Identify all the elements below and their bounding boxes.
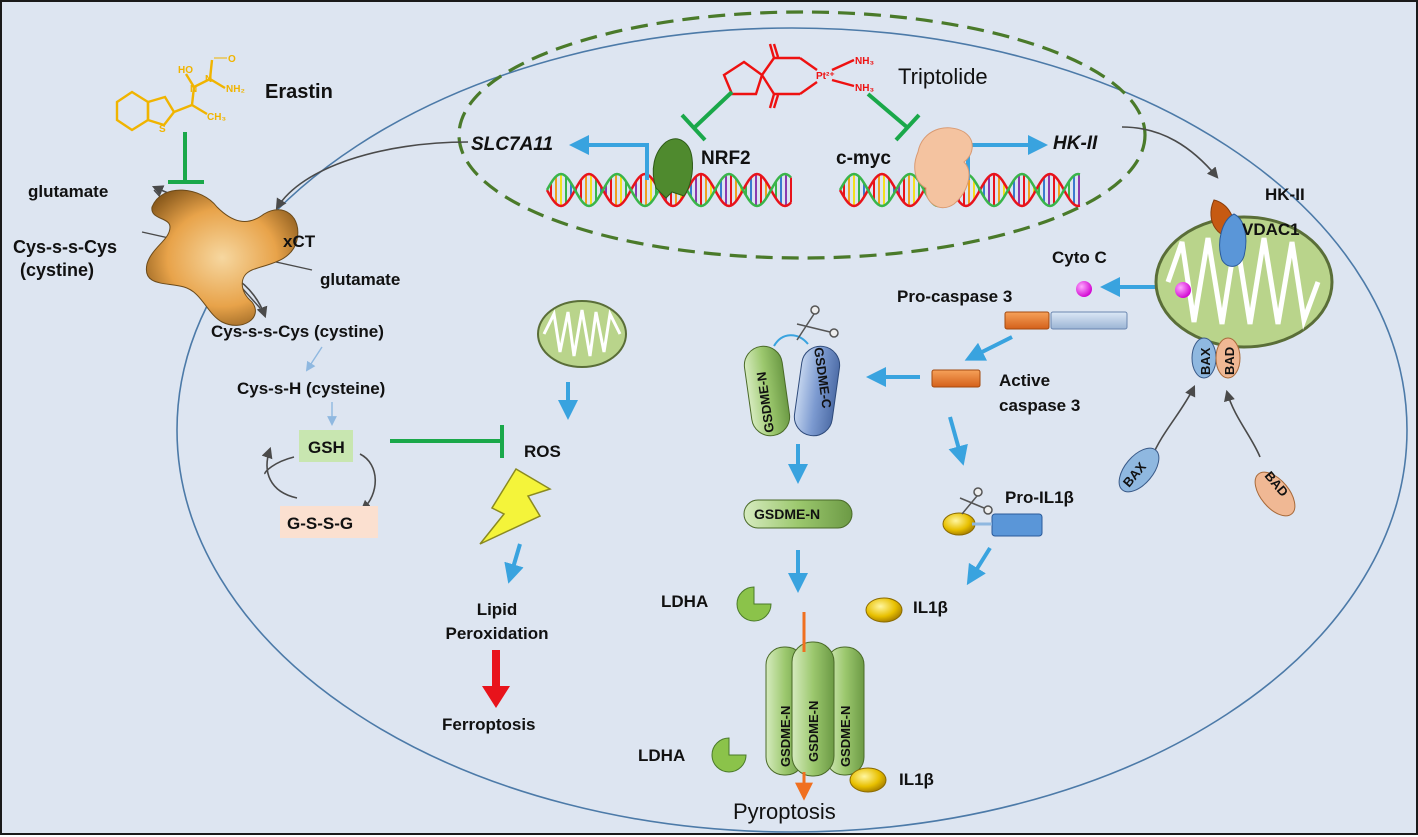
cystine-extracellular-line2: (cystine) [20, 260, 95, 280]
cystine-extracellular-line1: Cys-s-s-Cys [13, 237, 118, 257]
active-caspase3-line2: caspase 3 [999, 396, 1081, 415]
grey-arrows [151, 126, 1261, 512]
gsh-label: GSH [308, 438, 345, 457]
gsdme-linker [773, 334, 809, 347]
bad-on-mitochondrion [1215, 337, 1241, 379]
pyroptosis-label: Pyroptosis [733, 799, 836, 824]
ldha-released [711, 737, 747, 773]
bad-mito-label: BAD [1222, 347, 1237, 375]
inhibition-lines [168, 90, 921, 458]
vdac1-label: VDAC1 [1242, 220, 1300, 239]
thick-blue-arrows [504, 277, 1166, 593]
xct-transporter [145, 189, 299, 326]
slc7a11-gene-label: SLC7A11 [471, 134, 554, 155]
il1b-intracellular [865, 597, 903, 623]
pro-caspase3-label: Pro-caspase 3 [897, 287, 1013, 306]
triptolide-structure [722, 43, 855, 109]
gsdme-n-subunit [743, 345, 791, 437]
ros-lightning-bolt [479, 467, 552, 545]
svg-text:NH₃: NH₃ [855, 56, 874, 67]
scissors-icon-il1b [959, 487, 993, 515]
active-caspase3 [931, 369, 981, 388]
pro-il1b-label: Pro-IL1β [1005, 488, 1074, 507]
free-bax [1118, 447, 1160, 493]
dna-backbone [838, 172, 1081, 208]
erastin-label: Erastin [265, 81, 333, 103]
cysteine-label: Cys-s-H (cysteine) [237, 379, 386, 398]
svg-text:N: N [205, 74, 212, 85]
cytoplasmic-mitochondrion [537, 300, 627, 368]
nrf2-label: NRF2 [701, 148, 751, 169]
glutamate-intracellular-label: glutamate [320, 270, 401, 289]
pore-label-3: GSDME-N [838, 706, 853, 767]
gsdme-n-monomer [743, 499, 853, 529]
cmyc-label: c-myc [836, 148, 891, 169]
triptolide-atom-labels: Pt²⁺ NH₃ NH₃ [816, 56, 874, 94]
gsdme-n-monomer-label: GSDME-N [754, 506, 821, 522]
erastin-structure [115, 57, 227, 132]
lipid-peroxidation-line1: Lipid [476, 600, 518, 619]
gsh-box [299, 430, 353, 462]
cyto-c-mitochondrial [1175, 282, 1191, 298]
pro-il1b [942, 512, 1043, 537]
svg-text:HO: HO [178, 65, 193, 76]
svg-text:Pt²⁺: Pt²⁺ [816, 71, 835, 82]
bax-mito-label: BAX [1198, 347, 1213, 375]
gsdme-c-subunit [793, 345, 841, 437]
pore-label-1: GSDME-N [778, 706, 793, 767]
ldha-intracellular-label: LDHA [661, 592, 709, 611]
erastin-atom-labels: HO N N O NH₂ CH₃ S [159, 54, 245, 135]
free-bad [1254, 471, 1296, 517]
active-caspase3-line1: Active [999, 371, 1051, 390]
apoptotic-mitochondrion [1154, 215, 1334, 349]
svg-text:N: N [190, 84, 197, 95]
pro-caspase3-orange-segment [1004, 311, 1050, 330]
svg-text:S: S [159, 124, 166, 135]
xct-label: xCT [283, 232, 316, 251]
pore-label-2: GSDME-N [806, 701, 821, 762]
gssg-box [280, 506, 378, 538]
triptolide-label: Triptolide [898, 64, 988, 89]
cmyc-transcription-arrow [966, 135, 1048, 180]
svg-text:O: O [228, 54, 236, 65]
cystine-intracellular-label: Cys-s-s-Cys (cystine) [211, 322, 384, 341]
cyto-c-released [1076, 281, 1092, 297]
svg-text:CH₃: CH₃ [207, 112, 226, 123]
scissors-icon [796, 305, 839, 341]
nrf2-transcription-arrow [569, 135, 649, 180]
hk2-protein-label: HK-II [1265, 185, 1305, 204]
nucleus-boundary [457, 10, 1147, 260]
dna-backbone [545, 172, 792, 208]
hk2-gene-label: HK-II [1053, 133, 1098, 154]
ferroptosis-label: Ferroptosis [442, 715, 536, 734]
il1b-released-label: IL1β [899, 770, 934, 789]
ferroptosis-arrow [482, 650, 510, 708]
il1b-intracellular-label: IL1β [913, 598, 948, 617]
cyto-c-label: Cyto C [1052, 248, 1107, 267]
glutamate-extracellular-label: glutamate [28, 182, 109, 201]
ldha-released-label: LDHA [638, 746, 686, 765]
nrf2-protein [652, 138, 693, 199]
svg-text:NH₂: NH₂ [226, 84, 245, 95]
vdac1-channel [1219, 213, 1247, 267]
gssg-label: G-S-S-G [287, 514, 354, 533]
ros-label: ROS [524, 442, 561, 461]
il1b-released [849, 767, 887, 793]
svg-text:NH₃: NH₃ [855, 83, 874, 94]
pro-caspase3-blue-segment [1050, 311, 1128, 330]
thin-blue-arrows [305, 346, 337, 426]
ldha-intracellular [736, 586, 772, 622]
gsdme-n-pore [765, 612, 865, 801]
cell-membrane [176, 27, 1408, 833]
cmyc-protein [914, 127, 973, 209]
lipid-peroxidation-line2: Peroxidation [445, 624, 549, 643]
